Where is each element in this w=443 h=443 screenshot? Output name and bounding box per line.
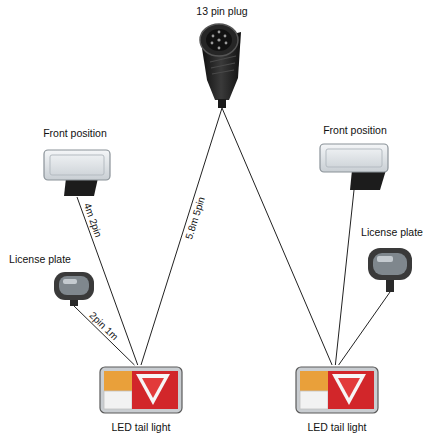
tail-stop bbox=[328, 371, 374, 409]
tail-reflector bbox=[332, 374, 366, 405]
tail-stop bbox=[132, 371, 178, 409]
part-label: LED tail light bbox=[308, 421, 367, 433]
plug-grip bbox=[210, 56, 236, 74]
lamp-node: License plate bbox=[366, 245, 414, 292]
plug-face bbox=[200, 24, 238, 56]
cable-line bbox=[74, 306, 134, 365]
part-label: 13 pin plug bbox=[196, 5, 247, 17]
front-lamp-drawing bbox=[44, 150, 110, 196]
tail-indicator bbox=[300, 371, 328, 391]
plug-pin bbox=[224, 35, 227, 38]
tail-reverse bbox=[300, 391, 328, 409]
tail-housing bbox=[296, 367, 378, 413]
part-label: Front position bbox=[43, 127, 107, 139]
lamp-lens bbox=[59, 276, 89, 295]
lamp-housing bbox=[368, 248, 412, 280]
cable-spec: 4m 2pin bbox=[81, 201, 103, 238]
plug-cable bbox=[218, 99, 226, 108]
cable-line bbox=[77, 197, 138, 365]
lamp-lens bbox=[373, 253, 407, 275]
tail-reflector bbox=[136, 374, 170, 405]
tail-light-drawing bbox=[100, 367, 182, 413]
lamp-bracket bbox=[64, 178, 98, 196]
lamp-lens-rim bbox=[326, 149, 382, 167]
tail-reverse bbox=[104, 391, 132, 409]
part-label: LED tail light bbox=[112, 421, 171, 433]
part-label: License plate bbox=[9, 253, 71, 265]
lamp-lens-rim bbox=[50, 155, 104, 175]
plug-pin bbox=[218, 31, 221, 34]
lamp-node: License plate bbox=[52, 270, 96, 306]
lamp-node: Front position bbox=[318, 142, 390, 190]
plug-drawing bbox=[200, 24, 241, 108]
lamp-housing bbox=[54, 272, 94, 300]
lamp-lens bbox=[44, 150, 110, 180]
plug-pin bbox=[217, 38, 220, 41]
cable-line bbox=[335, 190, 354, 365]
license-lamp-drawing bbox=[54, 272, 94, 306]
plug-node: 13 pin plug bbox=[198, 22, 246, 108]
front-lamp-drawing bbox=[320, 144, 388, 190]
plug-socket bbox=[206, 29, 232, 51]
tail-reflector-inner bbox=[142, 378, 164, 398]
lamp-highlight bbox=[377, 256, 393, 262]
lamp-stem bbox=[386, 278, 394, 292]
part-label: License plate bbox=[361, 226, 423, 238]
plug-pin bbox=[225, 42, 228, 45]
tail-light-drawing bbox=[296, 367, 378, 413]
tail-indicator bbox=[104, 371, 132, 391]
plug-pin bbox=[211, 42, 214, 45]
license-lamp-drawing bbox=[368, 248, 412, 292]
tail-light-node: LED tail light bbox=[296, 365, 378, 415]
lamp-node: Front position bbox=[42, 148, 112, 197]
tail-housing bbox=[100, 367, 182, 413]
lamp-bracket bbox=[350, 170, 386, 190]
cable-line bbox=[339, 292, 390, 365]
plug-pin bbox=[212, 35, 215, 38]
tail-reflector-inner bbox=[338, 378, 360, 398]
part-label: Front position bbox=[323, 124, 387, 136]
cable-line bbox=[222, 108, 332, 365]
cable-line bbox=[141, 108, 222, 365]
cable-spec: 5.8m 5pin bbox=[183, 195, 207, 240]
lamp-highlight bbox=[63, 279, 77, 284]
plug-pin bbox=[218, 47, 221, 50]
lamp-lens bbox=[320, 144, 388, 172]
cable-spec: 2pin 1m bbox=[88, 309, 121, 342]
tail-light-node: LED tail light bbox=[100, 365, 182, 415]
